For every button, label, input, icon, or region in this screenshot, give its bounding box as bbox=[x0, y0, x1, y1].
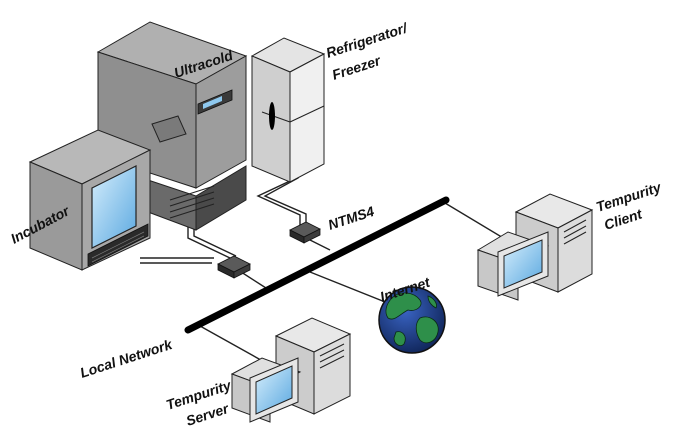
local-network-backbone bbox=[184, 196, 450, 334]
internet-globe-icon bbox=[378, 286, 446, 354]
ultracold-freezer bbox=[96, 21, 248, 231]
cable-internet bbox=[309, 271, 391, 305]
label-ntms4: NTMS4 bbox=[326, 203, 376, 233]
tempurity-server bbox=[230, 317, 352, 423]
client-screen bbox=[503, 239, 543, 289]
refrigerator-freezer bbox=[250, 37, 326, 183]
label-local-network: Local Network bbox=[78, 336, 175, 381]
ntms4-device bbox=[289, 221, 321, 244]
monitor-node-device bbox=[217, 255, 251, 279]
server-screen bbox=[255, 365, 293, 415]
handle-icon bbox=[151, 115, 187, 143]
incubator bbox=[28, 129, 152, 271]
tempurity-client bbox=[476, 193, 594, 301]
fridge-handle-icon bbox=[269, 102, 275, 130]
incubator-window bbox=[91, 165, 137, 249]
cable-server bbox=[199, 325, 269, 365]
